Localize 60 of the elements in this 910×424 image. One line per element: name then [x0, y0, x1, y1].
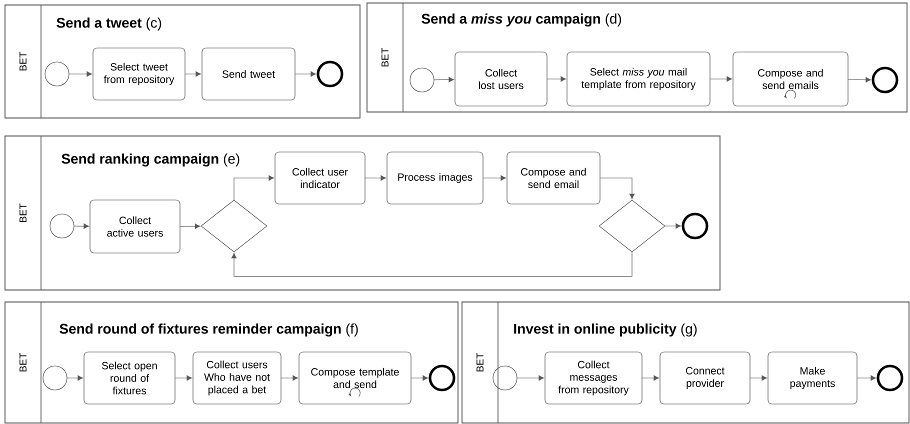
- pool-title: Send a miss you campaign (d): [422, 13, 622, 27]
- arrow: [281, 375, 298, 381]
- task-box: Compose and send emails: [732, 52, 848, 106]
- task-box: Select open round of fixtures: [84, 352, 176, 404]
- pool-title: Send a tweet (c): [56, 17, 162, 31]
- arrow: [175, 375, 192, 381]
- task-box: Compose and send email: [506, 152, 600, 204]
- task-box: Collect messages from repository: [544, 352, 642, 404]
- arrow: [365, 175, 386, 181]
- arrow: [848, 77, 872, 82]
- gateway-diamond: [200, 200, 268, 252]
- arrow: [185, 71, 202, 77]
- pool-title: Send round of fixtures reminder campaign (f): [60, 323, 358, 337]
- task-box: Process images: [386, 152, 484, 204]
- start-event: [410, 68, 434, 92]
- arrow: [750, 375, 768, 381]
- lane-label: BET: [20, 353, 26, 372]
- arrow: [517, 375, 544, 381]
- end-event: [682, 212, 708, 240]
- arrow: [295, 71, 316, 77]
- lane-label: BET: [476, 353, 484, 372]
- arrow: [600, 178, 635, 200]
- arrow: [234, 175, 274, 200]
- arrow: [411, 375, 428, 381]
- arrow: [710, 76, 732, 82]
- start-event: [492, 366, 518, 390]
- task-box: Collect active users: [90, 200, 180, 254]
- end-event: [876, 364, 904, 392]
- task-box: Collect users Who have not placed a bet: [192, 352, 282, 404]
- task-box: Send tweet: [202, 48, 296, 100]
- arrow: [67, 375, 84, 381]
- start-event: [44, 62, 70, 86]
- end-event: [872, 66, 898, 94]
- arrow: [69, 71, 92, 77]
- arrow: [547, 76, 566, 82]
- end-event: [428, 364, 456, 392]
- arrow: [74, 223, 90, 229]
- task-box: Make payments: [768, 352, 858, 404]
- end-event: [316, 60, 344, 88]
- arrow: [483, 175, 506, 181]
- start-event: [42, 366, 68, 390]
- arrow: [642, 375, 660, 381]
- lane-label: BET: [20, 52, 26, 70]
- arrow: [857, 375, 876, 381]
- start-event: [50, 214, 74, 238]
- gateway-diamond: [598, 200, 666, 252]
- task-box: Select tweet from repository: [92, 48, 186, 100]
- task-box: Collect user indicator: [274, 152, 366, 204]
- task-box: Select miss you mail template from repository: [566, 52, 710, 106]
- pool-title: Send ranking campaign (e): [62, 153, 240, 167]
- task-box: Compose template and send: [298, 352, 412, 404]
- lane-label: BET: [382, 48, 388, 66]
- arrow: [180, 224, 200, 229]
- task-box: Collect lost users: [454, 52, 548, 106]
- task-box: Connect provider: [660, 352, 750, 404]
- lane-label: BET: [20, 204, 26, 222]
- arrow: [665, 223, 682, 229]
- arrow: [434, 76, 454, 82]
- arrow: [231, 252, 632, 277]
- pool-title: Invest in online publicity (g): [514, 323, 697, 337]
